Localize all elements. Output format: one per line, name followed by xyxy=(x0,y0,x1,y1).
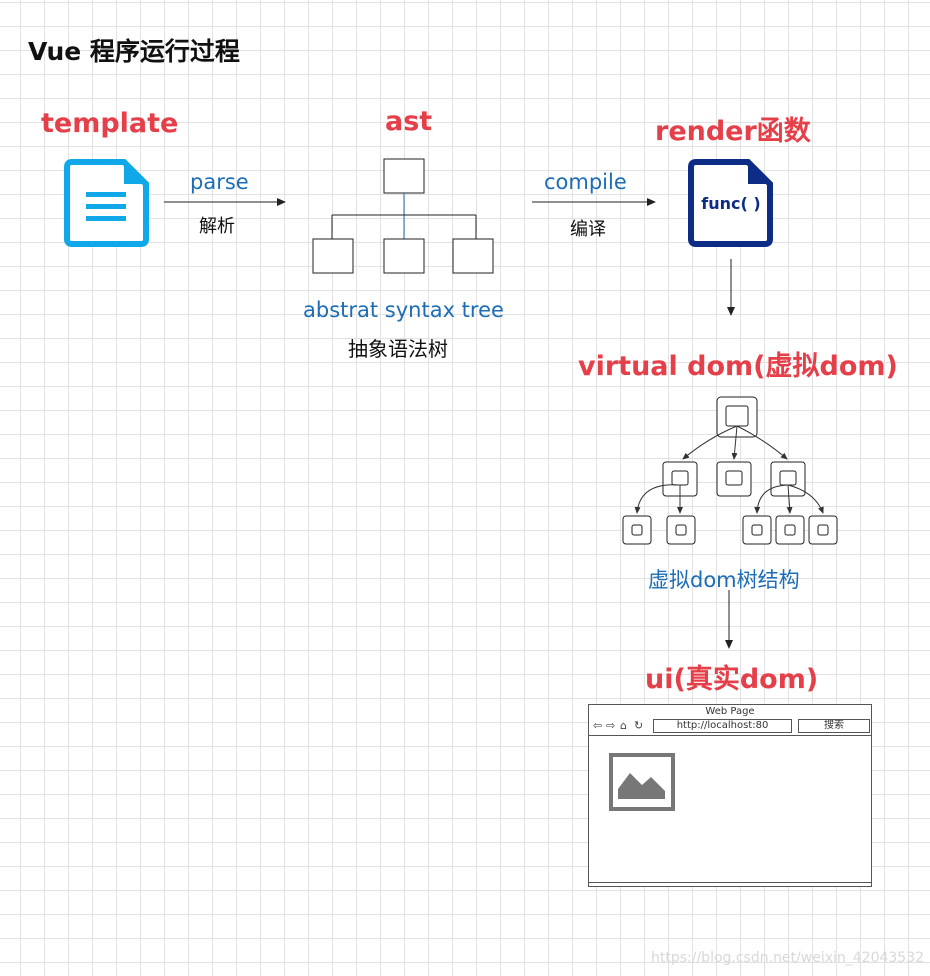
stage-render-label: render函数 xyxy=(655,116,811,147)
browser-status-line xyxy=(589,882,871,883)
vdom-edges xyxy=(634,425,824,514)
browser-toolbar: ⇦ ⇨ ⌂ ↻ http://localhost:80 搜索 xyxy=(589,718,871,736)
ast-child-node xyxy=(312,238,354,274)
ast-child-node xyxy=(383,238,425,274)
ast-tree xyxy=(312,158,494,274)
url-field: http://localhost:80 xyxy=(653,719,792,733)
vdom-node-inner xyxy=(817,524,829,536)
stage-ui-label: ui(真实dom) xyxy=(645,664,819,695)
parse-label: parse xyxy=(190,170,249,194)
search-field: 搜索 xyxy=(798,719,870,733)
browser-window-icon: Web Page ⇦ ⇨ ⌂ ↻ http://localhost:80 搜索 xyxy=(588,704,872,887)
compile-cn-label: 编译 xyxy=(570,219,606,240)
ast-root-node xyxy=(383,158,425,194)
document-icon xyxy=(64,159,149,247)
vdom-node-inner xyxy=(784,524,796,536)
image-icon xyxy=(609,753,675,811)
vdom-node-inner xyxy=(675,524,687,536)
page-title: Vue 程序运行过程 xyxy=(28,37,240,66)
vdom-node-inner xyxy=(631,524,643,536)
vdom-node-inner xyxy=(725,405,749,427)
vdom-caption: 虚拟dom树结构 xyxy=(648,568,800,592)
parse-cn-label: 解析 xyxy=(199,216,235,237)
function-file-icon: func( ) xyxy=(688,159,774,247)
vdom-node-inner xyxy=(725,470,743,486)
func-label: func( ) xyxy=(701,194,761,213)
vdom-node-inner xyxy=(751,524,763,536)
refresh-icon: ↻ xyxy=(634,719,644,732)
watermark: https://blog.csdn.net/weixin_42043532 xyxy=(651,950,925,966)
compile-label: compile xyxy=(544,170,627,194)
vdom-tree xyxy=(622,396,838,545)
vdom-node-inner xyxy=(779,470,797,486)
browser-title: Web Page xyxy=(705,706,755,717)
stage-ast-label: ast xyxy=(385,106,433,137)
back-icon: ⇦ xyxy=(593,719,603,732)
stage-vdom-label: virtual dom(虚拟dom) xyxy=(578,351,898,382)
stage-template-label: template xyxy=(41,108,179,139)
ast-child-node xyxy=(452,238,494,274)
ast-caption-en: abstrat syntax tree xyxy=(303,298,504,322)
ast-caption-cn: 抽象语法树 xyxy=(348,337,448,361)
home-icon: ⌂ xyxy=(620,719,627,732)
forward-icon: ⇨ xyxy=(606,719,616,732)
vdom-node-inner xyxy=(671,470,689,486)
